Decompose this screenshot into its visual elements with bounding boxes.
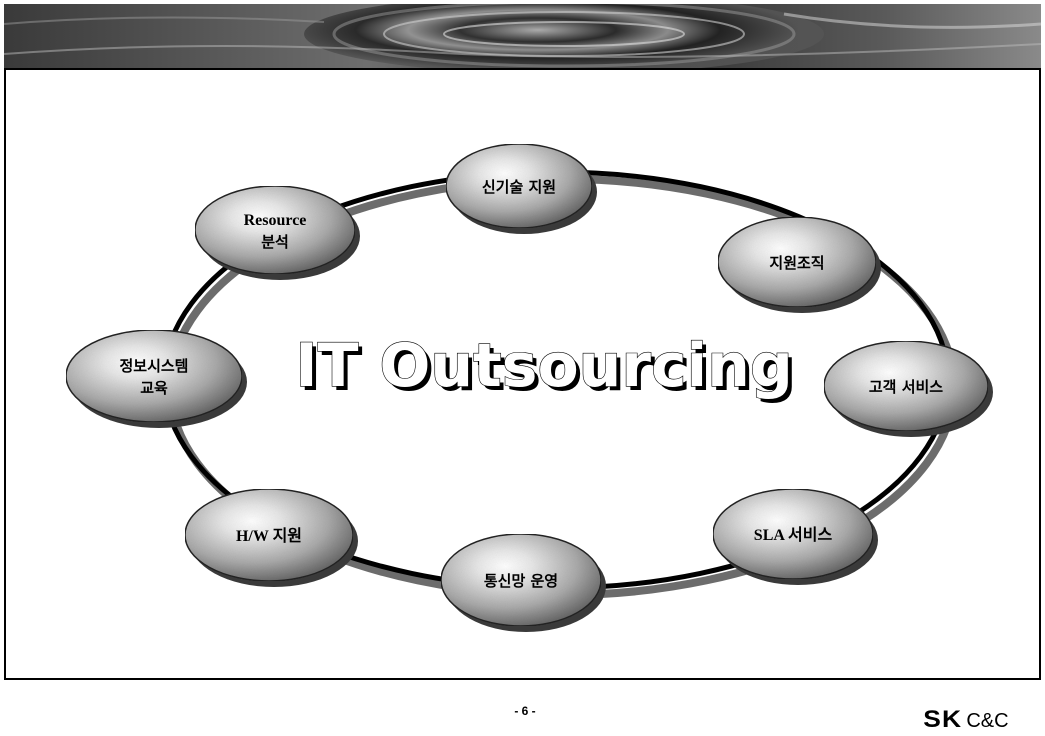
node-ellipse	[65, 329, 243, 423]
node-ellipse	[712, 488, 874, 580]
node-ellipse	[194, 185, 356, 275]
node-hw-support: H/W 지원	[184, 488, 358, 587]
node-resource-analysis: Resource 분석	[194, 185, 360, 280]
frame-right	[1039, 68, 1041, 680]
node-label: 통신망 운영	[484, 572, 558, 590]
node-label: 정보시스템	[119, 357, 188, 375]
node-ellipse	[717, 216, 877, 308]
frame-bottom	[4, 678, 1041, 680]
node-ellipse	[440, 533, 602, 627]
node-label: 신기술 지원	[482, 178, 556, 196]
node-label: 지원조직	[769, 254, 824, 272]
node-ellipse	[823, 340, 989, 432]
title-text: IT Outsourcing	[295, 331, 793, 401]
node-label: SLA 서비스	[754, 526, 833, 544]
diagram-title: IT Outsourcing IT Outsourcing	[295, 330, 797, 405]
node-label: 교육	[140, 379, 168, 397]
page-number: - 6 -	[514, 704, 536, 718]
node-sla-service: SLA 서비스	[712, 488, 878, 585]
company-logo: SK C&C	[923, 706, 1009, 733]
node-ellipse	[184, 488, 354, 582]
frame-top	[4, 68, 1041, 70]
node-label: Resource	[244, 212, 307, 229]
frame-left	[4, 68, 6, 680]
node-support-org: 지원조직	[717, 216, 881, 313]
logo-sk-text: SK	[923, 706, 963, 733]
node-label: 분석	[261, 233, 289, 251]
node-network-operation: 통신망 운영	[440, 533, 606, 632]
header-banner-image	[4, 4, 1041, 68]
node-label: H/W 지원	[236, 527, 302, 545]
title-shadow: IT Outsourcing	[299, 335, 797, 405]
node-label: 고객 서비스	[869, 378, 943, 396]
node-new-tech-support: 신기술 지원	[445, 143, 597, 234]
logo-cc-text: C&C	[966, 710, 1009, 732]
node-customer-service: 고객 서비스	[823, 340, 993, 437]
node-ellipse	[445, 143, 593, 229]
